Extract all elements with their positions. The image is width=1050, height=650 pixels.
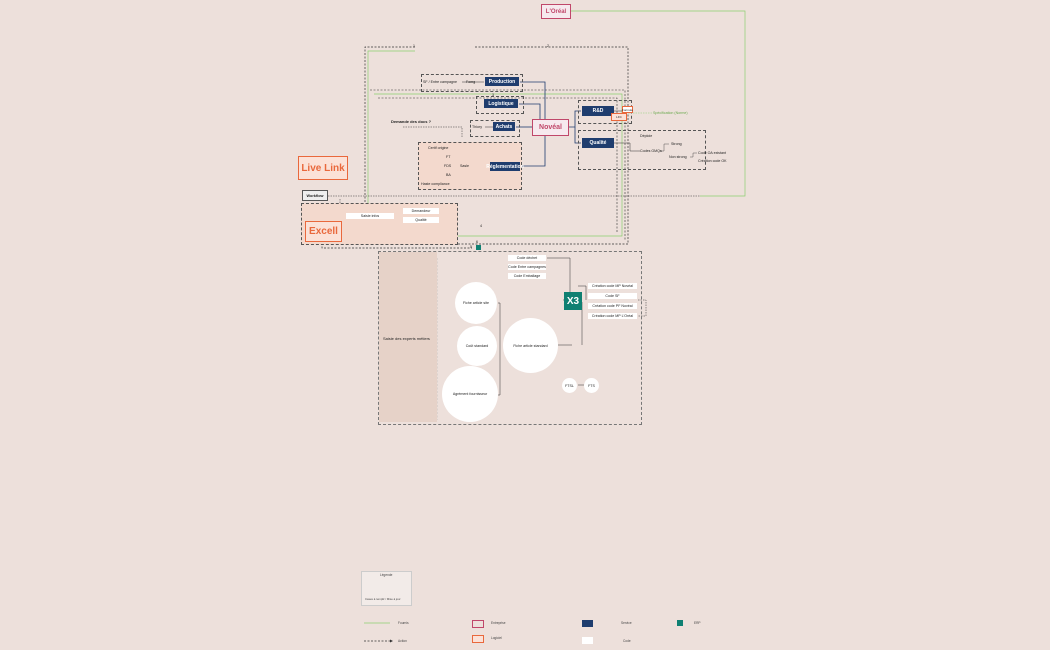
deploie-label: Déploie bbox=[640, 134, 653, 138]
legend-entreprise: Entreprise bbox=[491, 621, 506, 625]
demandeur-box[interactable]: Demandeur bbox=[403, 208, 439, 214]
legend-title: Légende bbox=[380, 573, 393, 577]
specif-label: Spécification (Norme) bbox=[653, 111, 688, 115]
fomg-label: Fomg bbox=[466, 80, 476, 84]
achats-service[interactable]: Achats bbox=[493, 122, 515, 131]
sf-label: SF / Entre campagne bbox=[423, 80, 457, 84]
x3-erp[interactable]: X3 bbox=[564, 292, 582, 310]
agrement-fournisseur-circle[interactable]: Agrément fournisseur bbox=[442, 366, 498, 422]
ftsl-circle[interactable]: FTSL bbox=[562, 378, 577, 393]
fiche-article-site-circle[interactable]: Fiche article site bbox=[455, 282, 497, 324]
legend-service-swatch bbox=[582, 620, 593, 627]
marker: 5 bbox=[470, 245, 472, 249]
code-item[interactable]: Code Entre campagnes bbox=[508, 264, 546, 270]
loreal-entreprise[interactable]: L'Oréal bbox=[541, 4, 571, 19]
fts-circle[interactable]: FTS bbox=[584, 378, 599, 393]
question-label: Demande des docs ? bbox=[391, 119, 432, 124]
legend-code-swatch bbox=[582, 637, 593, 644]
non-strong-label: Non strong bbox=[669, 155, 687, 159]
production-group bbox=[421, 74, 523, 92]
creation-ok-label: Création code OK bbox=[698, 159, 727, 163]
legend-erp-swatch bbox=[677, 620, 683, 626]
marker: 3 bbox=[492, 93, 494, 97]
production-service[interactable]: Production bbox=[485, 77, 519, 86]
erp-marker-icon bbox=[476, 245, 481, 250]
codes-gmq-label: Codes GMQs bbox=[640, 149, 662, 153]
legend-erp: ERP bbox=[694, 621, 701, 625]
code-oa-label: Code OA existant bbox=[698, 151, 726, 155]
legend-box bbox=[361, 571, 412, 606]
legend-entreprise-swatch bbox=[472, 620, 484, 628]
reg-item: FDS bbox=[444, 164, 452, 168]
legend-action: Action bbox=[398, 639, 407, 643]
experts-label: Saisie des experts métiers bbox=[383, 336, 430, 341]
marker: 4 bbox=[480, 224, 482, 228]
code-item[interactable]: Code SF bbox=[588, 293, 637, 299]
cout-standard-circle[interactable]: Coût standard bbox=[457, 326, 497, 366]
experts-column bbox=[379, 252, 437, 422]
logistique-service[interactable]: Logistique bbox=[484, 99, 518, 108]
legend-logiciel: Logiciel bbox=[491, 636, 502, 640]
legend-logiciel-swatch bbox=[472, 635, 484, 643]
noveal-entreprise[interactable]: Novéal bbox=[532, 119, 569, 136]
formule-box: Formule bbox=[622, 106, 634, 113]
code-item[interactable]: Code déchet bbox=[508, 255, 546, 261]
code-item[interactable]: Création code MP Novéal bbox=[588, 283, 637, 289]
strong-label: Strong bbox=[671, 142, 682, 146]
marker: 2 bbox=[547, 44, 549, 48]
reg-item: BA bbox=[446, 173, 451, 177]
code-item[interactable]: Création code PF Novéal bbox=[588, 303, 637, 309]
fiche-article-standard-circle[interactable]: Fiche article standard bbox=[503, 318, 558, 373]
reg-item: FT bbox=[446, 155, 451, 159]
reg-item: Certif origine bbox=[428, 146, 449, 150]
lower-group bbox=[378, 251, 642, 425]
qualite-box[interactable]: Qualité bbox=[403, 217, 439, 223]
reglementation-service[interactable]: Réglementation bbox=[486, 162, 524, 171]
legend-service: Service bbox=[621, 621, 632, 625]
logistique-group bbox=[476, 96, 524, 114]
workflow-box[interactable]: Workflow bbox=[302, 190, 328, 201]
code-item[interactable]: Création code MP L'Oréal bbox=[588, 313, 637, 319]
achats-group bbox=[470, 120, 520, 137]
marker: 1 bbox=[413, 44, 415, 48]
reg-item: Haste compliance bbox=[421, 182, 450, 186]
legend-fournis: Fournis bbox=[398, 621, 409, 625]
legend-code: Code bbox=[623, 639, 631, 643]
marker: 6 bbox=[476, 240, 478, 244]
achats-input-label: Thiory bbox=[472, 125, 482, 129]
legend-caption: Cases à remplir / Mise à jour bbox=[365, 597, 401, 601]
qualite-group bbox=[578, 130, 706, 170]
rd-service[interactable]: R&D bbox=[582, 106, 614, 116]
lfc-box: LFC bbox=[611, 113, 627, 121]
excell-logiciel[interactable]: Excell bbox=[305, 221, 342, 242]
saisie-infos-box[interactable]: Saisie infos bbox=[346, 213, 394, 219]
code-item[interactable]: Code Emballage bbox=[508, 273, 546, 279]
qualite-service[interactable]: Qualité bbox=[582, 138, 614, 148]
reg-branch-label: Sasle bbox=[460, 164, 469, 168]
livelink-logiciel[interactable]: Live Link bbox=[298, 156, 348, 180]
